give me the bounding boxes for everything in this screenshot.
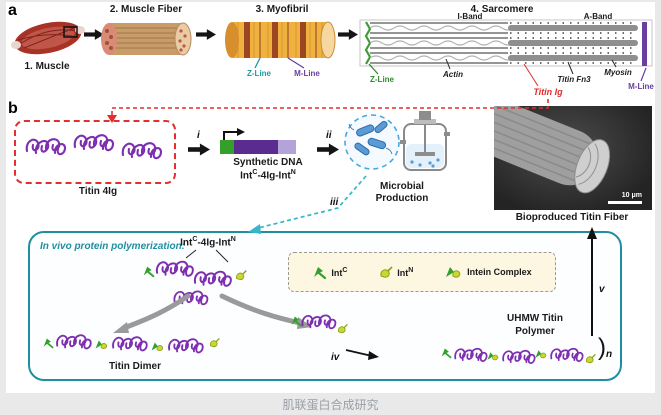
label-actin: Actin [443,70,463,79]
legend-item-intc: IntC [312,264,347,280]
legend-intn-text: Int [397,267,409,278]
label-myofibril-z-line: Z-Line [247,69,271,78]
label-titin-fn3: Titin Fn3 [557,75,591,84]
label-sem-caption: Bioproduced Titin Fiber [515,212,629,223]
construct-text-1: Int [240,170,253,182]
label-uhmw-1: UHMW Titin [507,313,563,324]
construct-box-text-2: -4Ig-Int [197,237,231,249]
label-box-title: In vivo protein polymerization: [40,241,186,252]
sem-fiber-art [494,106,611,194]
n-subscript: n [606,349,613,360]
label-step-v: v [599,284,605,295]
construct-sup-n: N [290,169,296,176]
label-step-iv: iv [331,352,340,363]
titin-4ig-dashed-box [14,120,176,184]
intein-complex-icon [444,264,464,280]
construct-text-2: -4Ig-Int [257,170,291,182]
label-titin-dimer: Titin Dimer [108,361,162,372]
sem-scale-bar [608,201,642,204]
label-titin-ig: Titin Ig [533,87,563,97]
intein-legend: IntC IntN Intein Complex [288,252,556,292]
legend-complex-label: Intein Complex [467,267,532,277]
label-z-line: Z-Line [370,75,394,84]
label-m-line: M-Line [628,82,654,91]
sem-fiber-image: 10 μm [494,106,652,210]
legend-intc-label: IntC [331,267,347,278]
label-muscle: 1. Muscle [24,61,70,72]
sem-scale-label: 10 μm [621,192,642,199]
panel-b-label: b [8,100,18,117]
label-step-i: i [197,130,200,141]
label-myofibril: 3. Myofibril [255,4,309,15]
intein-n-icon [378,264,394,280]
label-a-band: A-Band [583,12,613,21]
label-sarcomere: 4. Sarcomere [470,4,534,15]
label-i-band: I-Band [457,12,483,21]
label-step-ii: ii [326,130,332,141]
legend-intn-sup: N [408,266,414,274]
legend-item-complex: Intein Complex [444,264,532,280]
label-myofibril-m-line: M-Line [294,69,320,78]
construct-sup-c: C [252,169,258,176]
polymer-repeat-notation: )n [598,334,613,361]
intein-c-icon [312,264,328,280]
label-microbial: Microbial [380,181,424,192]
legend-intc-sup: C [342,266,348,274]
label-construct-name: IntC-4Ig-IntN [212,169,324,182]
construct-box-sup-n: N [230,236,236,243]
label-step-iii: iii [330,197,339,208]
construct-box-sup-c: C [192,236,198,243]
construct-box-text-1: Int [180,237,193,249]
label-titin-4ig: Titin 4Ig [78,186,118,197]
close-paren: ) [598,334,606,361]
label-construct-in-box: IntC-4Ig-IntN [150,236,266,249]
panel-a-label: a [8,2,17,19]
label-synthetic-dna: Synthetic DNA [233,157,303,168]
legend-item-intn: IntN [378,264,413,280]
figure-caption: 肌联蛋白合成研究 [282,398,379,412]
label-myosin: Myosin [604,68,632,77]
legend-intc-text: Int [331,267,343,278]
legend-intn-label: IntN [397,267,413,278]
label-production: Production [375,193,429,204]
label-uhmw-2: Polymer [515,326,555,337]
fiber-cylinder [494,106,611,194]
label-muscle-fiber: 2. Muscle Fiber [109,4,183,15]
